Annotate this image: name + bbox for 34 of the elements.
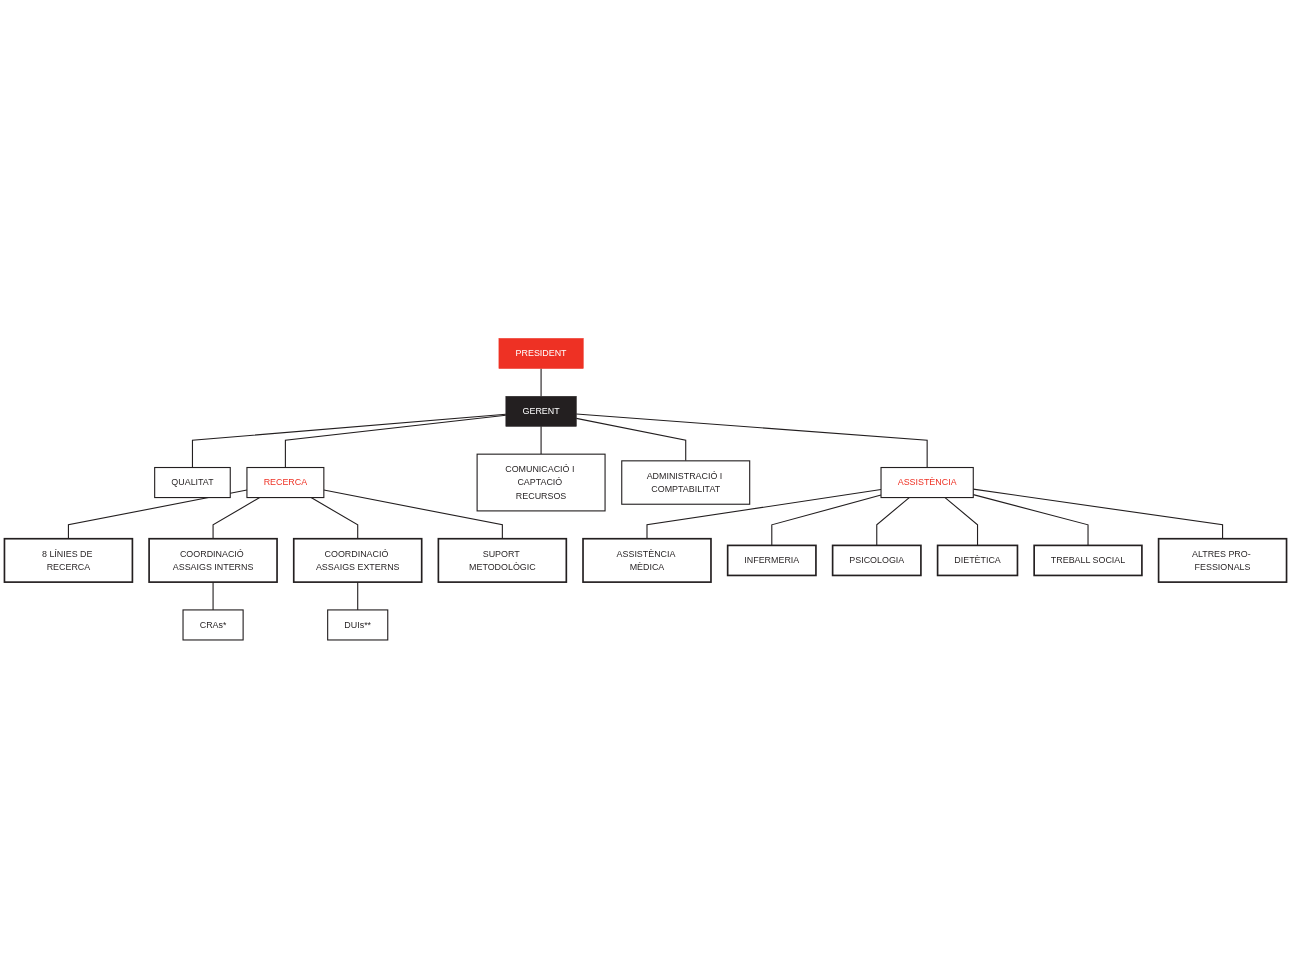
- node-box: PRESIDENT: [498, 337, 584, 369]
- connector: [212, 496, 261, 540]
- node-box: PSICOLOGIA: [831, 544, 922, 577]
- node-box: QUALITAT: [154, 466, 231, 498]
- node-box: INFERMERIA: [726, 544, 817, 577]
- node-box: ASSISTÈNCIA: [880, 466, 974, 498]
- node-box: COMUNICACIÓ I CAPTACIÓ RECURSOS: [476, 453, 606, 512]
- node-box: RECERCA: [246, 466, 325, 498]
- connector: [575, 413, 928, 468]
- connector: [323, 489, 503, 540]
- node-box: GERENT: [505, 395, 577, 427]
- connector: [191, 413, 507, 468]
- connector: [284, 414, 507, 468]
- connector: [944, 496, 979, 546]
- node-box: DIETÈTICA: [936, 544, 1019, 577]
- connector: [357, 581, 359, 611]
- node-box: 8 LÍNIES DE RECERCA: [3, 537, 134, 583]
- connector: [575, 417, 687, 462]
- node-box: DUIs**: [327, 609, 389, 641]
- node-box: TREBALL SOCIAL: [1033, 544, 1143, 577]
- connector: [646, 488, 882, 540]
- connector: [212, 581, 214, 611]
- node-box: ADMINISTRACIÓ I COMPTABILITAT: [621, 460, 751, 505]
- connector: [771, 494, 882, 546]
- connector: [876, 496, 910, 546]
- node-box: ALTRES PRO- FESSIONALS: [1157, 537, 1288, 583]
- node-box: SUPORT METODOLÒGIC: [437, 537, 568, 583]
- connector: [310, 496, 359, 540]
- connector: [540, 367, 542, 397]
- node-box: COORDINACIÓ ASSAIGS INTERNS: [148, 537, 278, 583]
- node-box: ASSISTÈNCIA MÈDICA: [582, 537, 712, 583]
- node-box: CRAs*: [182, 609, 244, 641]
- connector: [540, 425, 542, 455]
- node-box: COORDINACIÓ ASSAIGS EXTERNS: [292, 537, 423, 583]
